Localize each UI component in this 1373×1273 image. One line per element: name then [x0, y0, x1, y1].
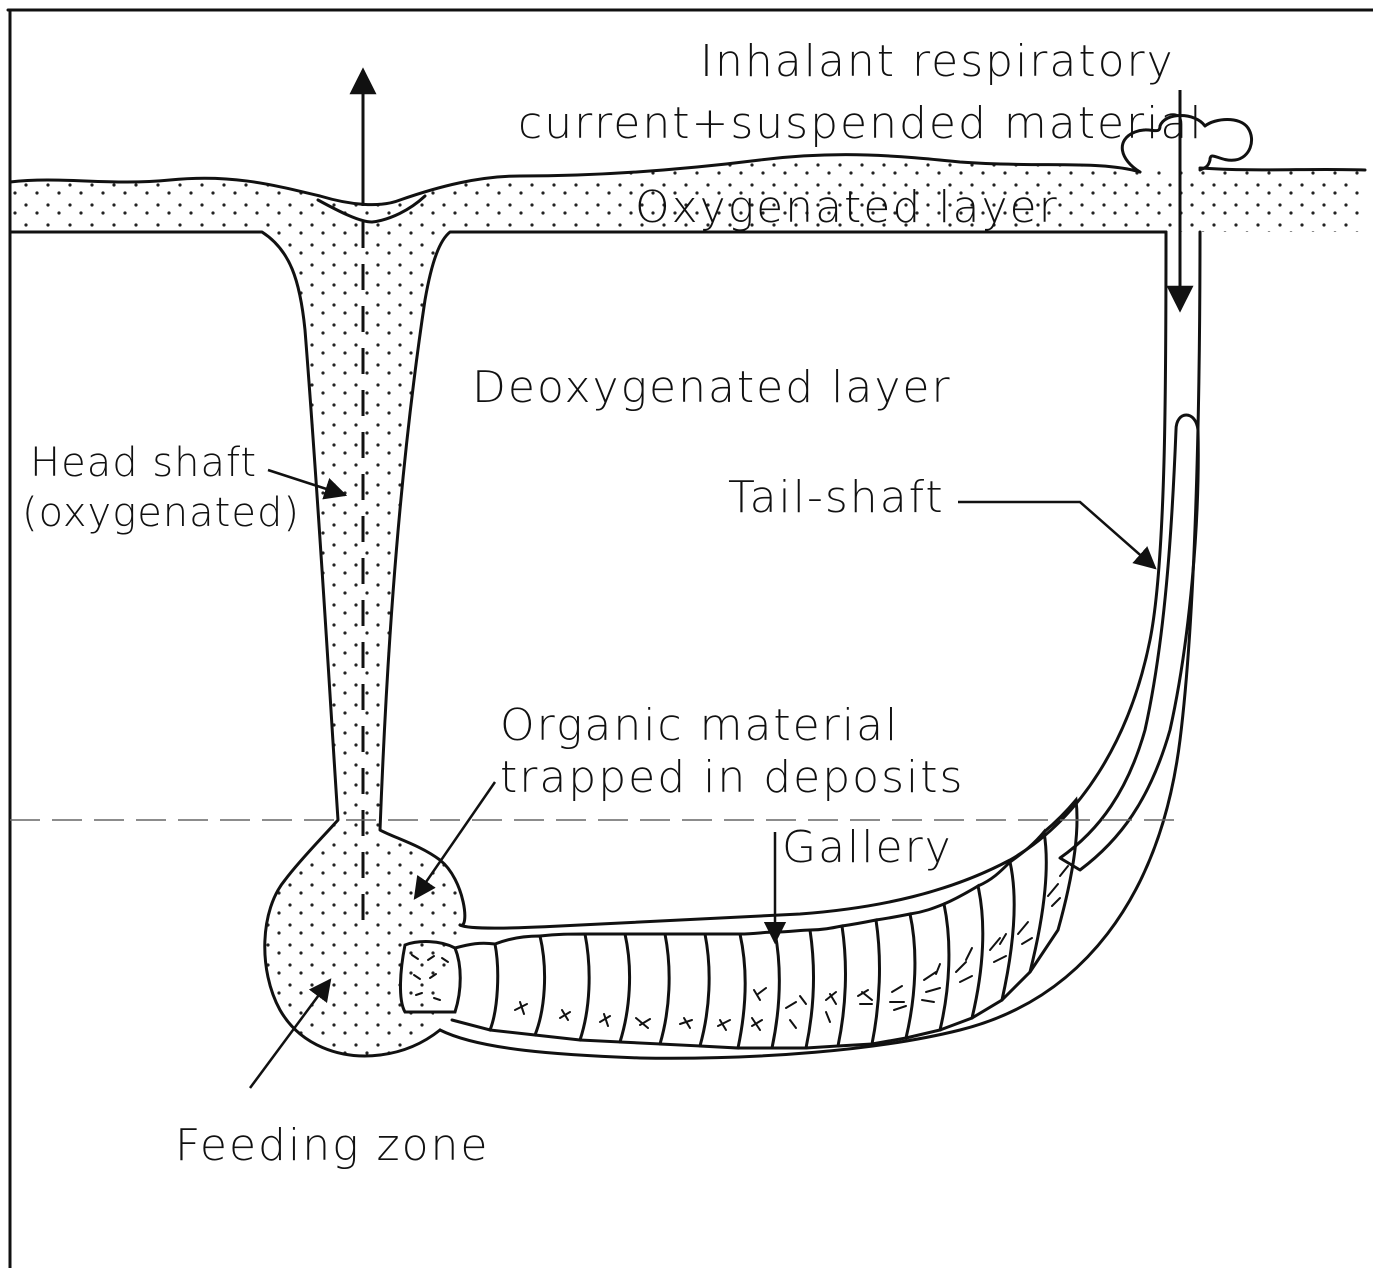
surface-outline-right [1200, 168, 1365, 170]
label-head-shaft-line2: (oxygenated) [22, 490, 300, 536]
tail-shaft-leader [958, 502, 1155, 568]
worm-body [400, 800, 1077, 1048]
label-head-shaft-line1: Head shaft [30, 440, 257, 486]
label-organic-line1: Organic material [500, 700, 899, 751]
label-oxygenated-layer: Oxygenated layer [635, 182, 1059, 233]
label-feeding-zone: Feeding zone [175, 1120, 489, 1171]
label-inhalant-line1: Inhalant respiratory [700, 36, 1175, 87]
label-inhalant-line2: current+suspended material [518, 98, 1204, 149]
head-shaft-outline-right [380, 232, 1166, 925]
label-organic-line2: trapped in deposits [500, 752, 964, 803]
label-tail-shaft: Tail-shaft [728, 472, 945, 523]
worm-tail [1060, 415, 1198, 870]
label-gallery: Gallery [782, 822, 953, 873]
label-deoxygenated-layer: Deoxygenated layer [472, 362, 952, 413]
